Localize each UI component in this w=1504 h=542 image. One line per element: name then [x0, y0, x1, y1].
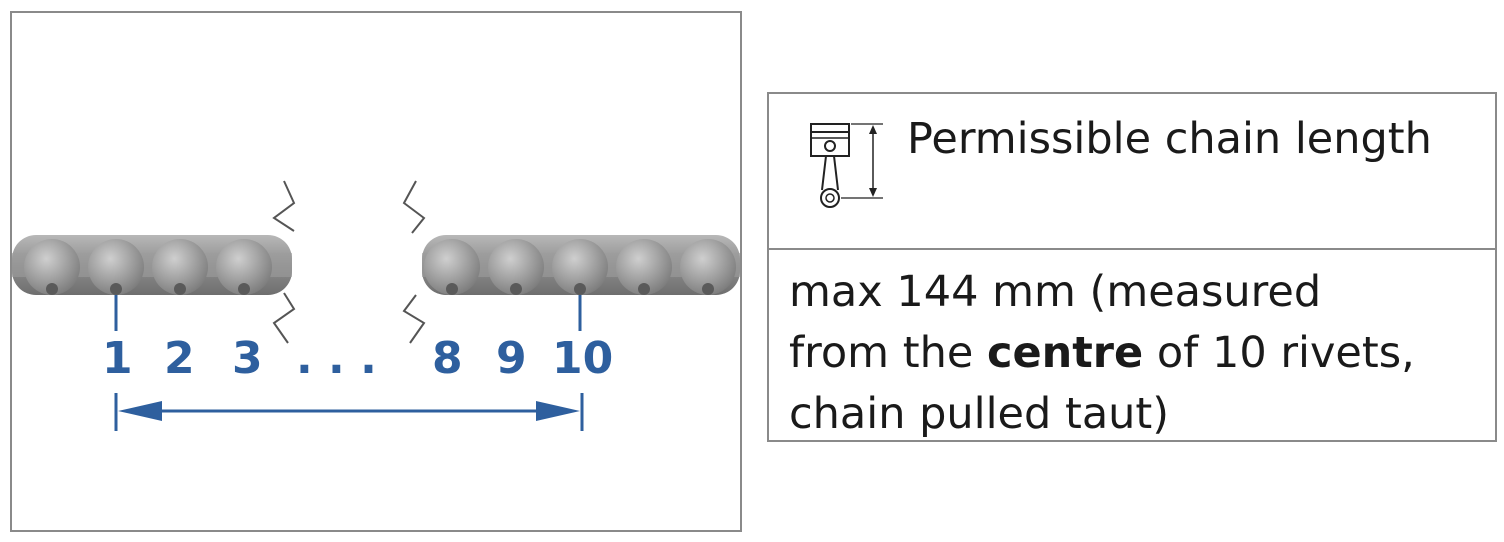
spec-value-line-2: from the centre of 10 rivets, [789, 323, 1479, 384]
rivet-number-9: 9 [496, 333, 527, 384]
spec-line2-post: of 10 rivets, [1143, 328, 1415, 378]
piston-con-rod-icon [810, 123, 883, 208]
rivet-number-8: 8 [432, 333, 463, 384]
rivet-number-1: 1 [102, 333, 133, 384]
spec-value-line-1: max 144 mm (measured [789, 267, 1322, 317]
spec-value: max 144 mm (measured from the centre of … [789, 262, 1479, 445]
spec-header: Permissible chain length [769, 94, 1495, 250]
rivet-number-2: 2 [164, 333, 195, 384]
spec-title: Permissible chain length [907, 114, 1432, 164]
spec-table: Permissible chain length max 144 mm (mea… [767, 92, 1497, 442]
rivet-number-10: 10 [552, 333, 613, 384]
rivet-ellipsis: . . . [296, 333, 377, 384]
chain-diagram-panel: 1 2 3 . . . 8 9 10 [10, 11, 742, 532]
spec-line2-bold: centre [986, 328, 1144, 378]
chain-right-segment [422, 235, 740, 295]
measurement-arrow [114, 393, 584, 431]
break-mark-right [402, 180, 426, 344]
spec-line2-pre: from the [789, 328, 987, 378]
chain-diagram: 1 2 3 . . . 8 9 10 [12, 180, 740, 431]
chain-left-segment [12, 235, 292, 295]
break-mark-left [272, 180, 296, 344]
spec-value-line-3: chain pulled taut) [789, 389, 1170, 439]
rivet-number-3: 3 [232, 333, 263, 384]
